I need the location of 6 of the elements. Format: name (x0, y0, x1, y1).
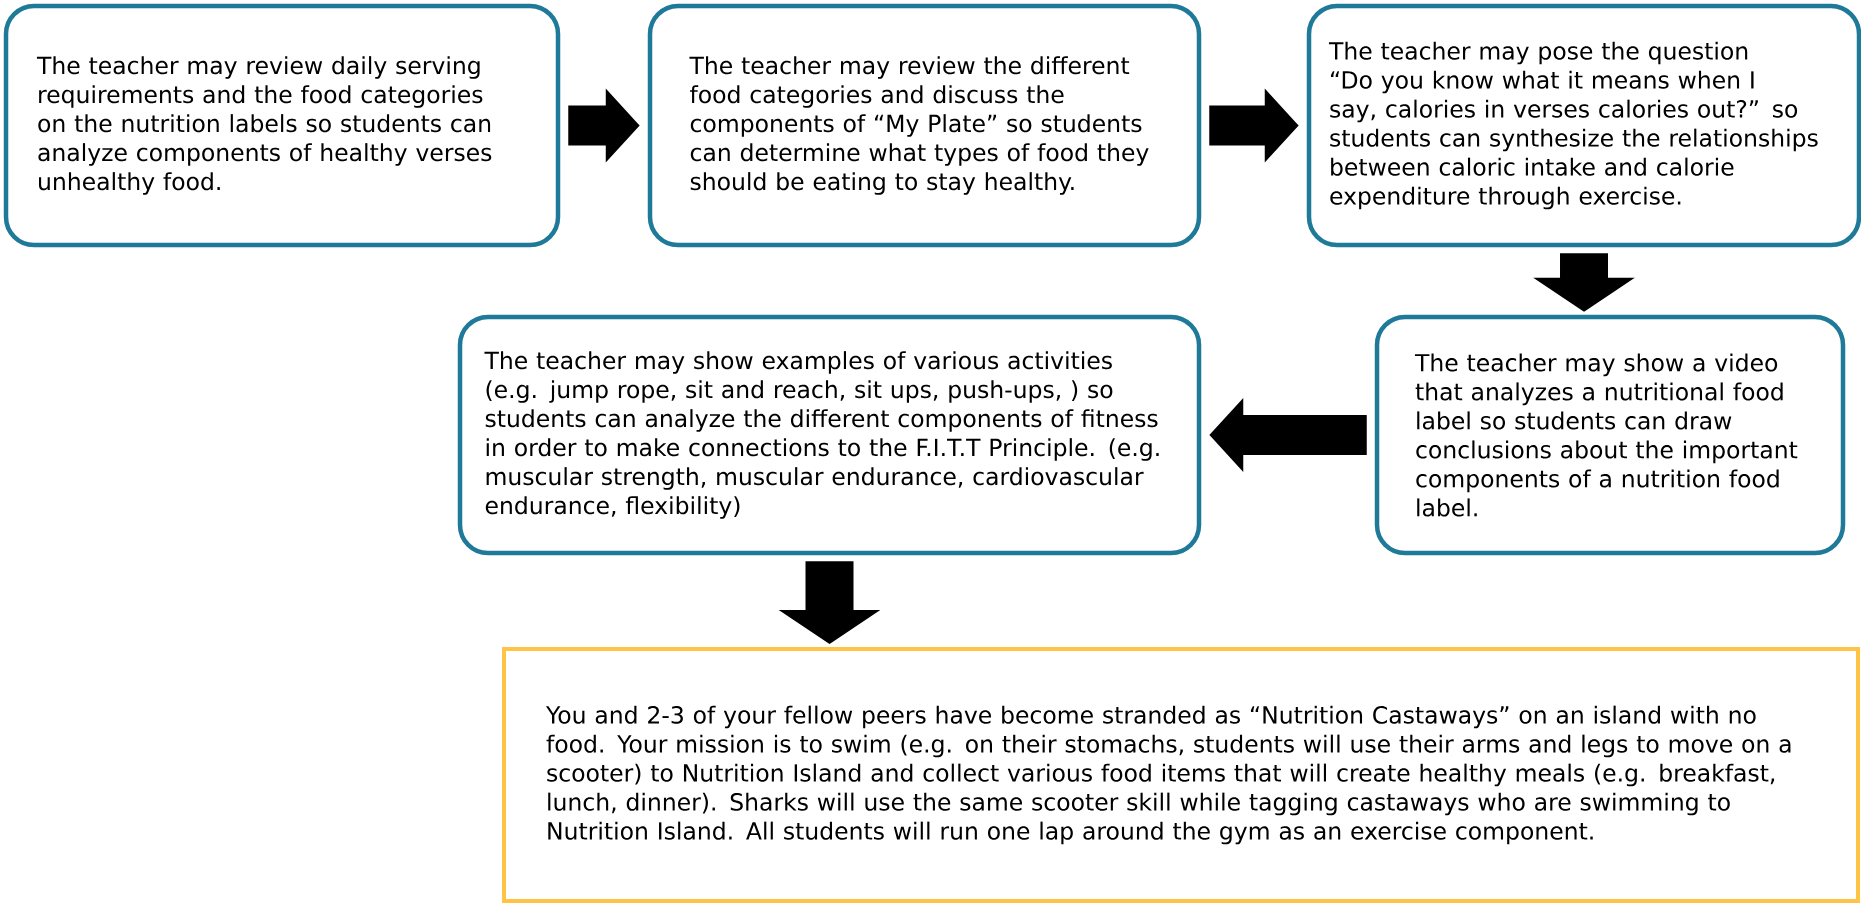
process-box: The teacher may review the different food categories and discuss the components of “My Plate” so students can determine what types of food they should be eating to stay healthy. (647, 3, 1202, 248)
process-box: The teacher may review daily serving requirements and the food categories on the nutrition labels so students can analyze components of healthy verses unhealthy food. (3, 3, 561, 248)
process-box: The teacher may pose the question “Do you know what it means when I say, calories in verses calories out?” so students can synthesize the relationships between caloric intake and calorie expenditure through exercise. (1306, 3, 1861, 248)
process-box: You and 2-3 of your fellow peers have become stranded as “Nutrition Castaways” on an island with no food. Your mission is to swim (e.g. on their stomachs, students will use their arms and legs to move on a scooter) to Nutrition Island and collect various food items that will create healthy meals (e.g. breakfast, lunch, dinner). Sharks will use the same scooter skill while tagging castaways who are swimming to Nutrition Island. All students will run one lap around the gym as an exercise component. (502, 647, 1860, 903)
process-box: The teacher may show a video that analyzes a nutritional food label so students can draw conclusions about the important components of a nutrition food label. (1374, 314, 1846, 556)
process-box: The teacher may show examples of various activities (e.g. jump rope, sit and reach, sit ups, push-ups, ) so students can analyze the different components of fitness in order to make connections to the F.I.T.T Principle. (e.g. muscular strength, muscular endurance, cardiovascular endurance, flexibility) (457, 314, 1202, 556)
